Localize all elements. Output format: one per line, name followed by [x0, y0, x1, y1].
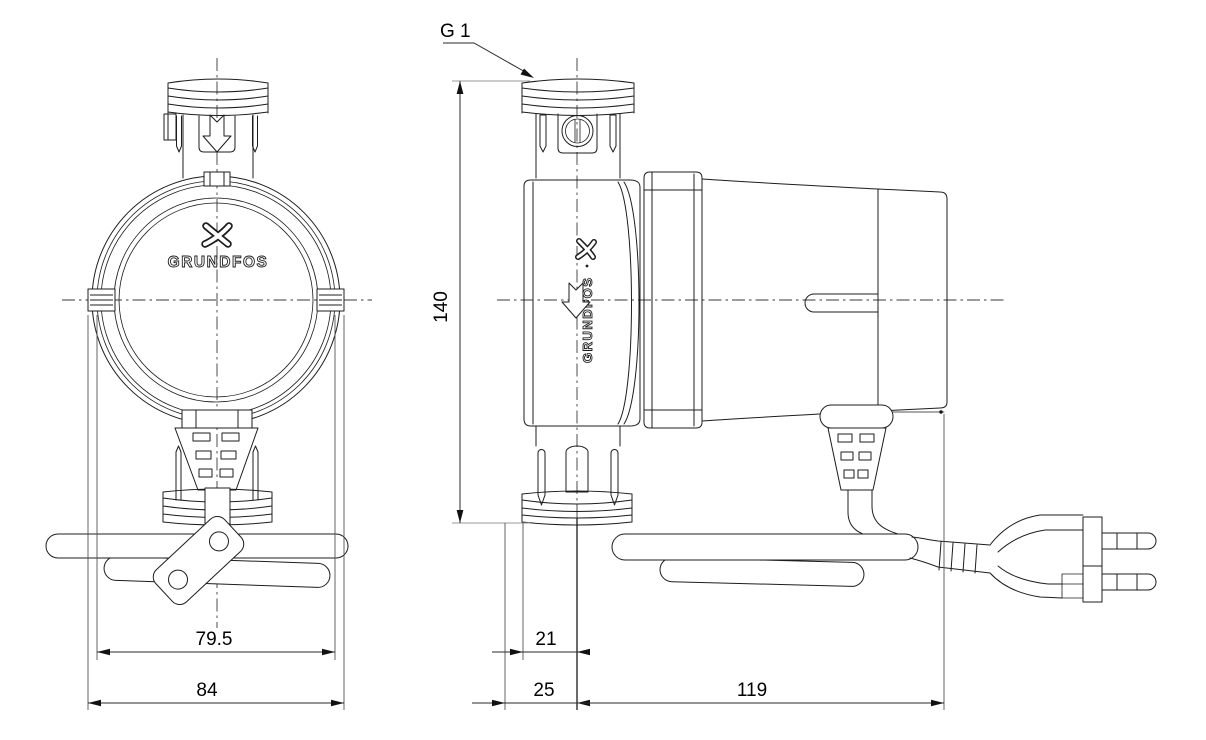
thread-size-label: G 1: [440, 21, 534, 78]
dim-84-extension-lines: [87, 315, 345, 710]
motor-body: [701, 178, 948, 422]
dim-21-extension-lines: [504, 522, 524, 710]
plug-bottom-block: [1061, 573, 1084, 599]
motor-outline: [701, 178, 948, 422]
side-cable-lower-run: [659, 557, 865, 587]
side-bottom-thread: [521, 490, 633, 526]
clamp-band: [643, 171, 703, 429]
side-view: GRUNDFOS: [497, 58, 1157, 710]
cable-plug-transition: [909, 536, 991, 574]
gland-vent-cone: [827, 427, 887, 491]
dim-width-79-5: 79.5: [96, 315, 336, 660]
thread-leader-line: [443, 42, 528, 74]
motor-stud: [804, 293, 879, 313]
vent-screw-outer: [561, 115, 594, 147]
vent-screw-slot: [574, 119, 581, 143]
head-top-clamp: [203, 171, 231, 187]
front-view: GRUNDFOS: [45, 58, 372, 628]
dim-84-arrow-left: [88, 699, 101, 707]
side-flow-arrow-icon: [561, 282, 591, 319]
side-top-thread: [521, 78, 635, 116]
bracket-hole-lower: [168, 569, 189, 590]
front-pump-head: [87, 171, 345, 429]
side-pump-housing: GRUNDFOS: [523, 179, 641, 427]
dim-140-text: 140: [431, 291, 452, 323]
dim-84-text: 84: [196, 680, 218, 701]
dim-25-text: 25: [533, 680, 554, 701]
cable-gland: [819, 404, 903, 538]
dim-height-140: 140: [431, 80, 530, 524]
dim-119-text: 119: [737, 680, 767, 701]
plug-pin-bottom: [1101, 573, 1157, 591]
dim-140-extension-lines: [452, 80, 530, 524]
side-grundfos-logo: GRUNDFOS: [580, 277, 595, 363]
plug-face-plate: [1082, 516, 1103, 603]
symbol-blade-2-inner: [204, 224, 230, 246]
head-face-inner: [118, 202, 314, 398]
dim-79-5-extension-lines: [96, 315, 336, 660]
gland-flange: [819, 404, 894, 429]
front-flow-arrow-icon: [202, 114, 232, 153]
dim-79-5-arrow-right: [322, 648, 335, 656]
gland-neck: [847, 489, 903, 538]
dim-offset-25: 25: [472, 680, 594, 707]
housing-outline: [523, 179, 641, 427]
plug-body: [989, 514, 1084, 599]
side-bottom-neck: [535, 425, 621, 506]
dim-84-arrow-right: [331, 699, 344, 707]
dim-79-5-text: 79.5: [196, 629, 233, 650]
dim-length-119: 119: [577, 410, 945, 710]
dim-21-arrow-left: [510, 648, 523, 656]
dim-119-arrow-right: [931, 699, 944, 707]
thread-size-text: G 1: [440, 21, 471, 42]
power-plug: [989, 514, 1157, 603]
dim-140-arrow-top: [456, 81, 464, 94]
front-mounting-bracket: [152, 515, 245, 606]
head-bottom-clamp: [181, 409, 253, 429]
grundfos-symbol-side: [575, 238, 597, 260]
front-thread-center-block: [204, 487, 231, 525]
gland-witness-dot: [939, 410, 943, 414]
dim-140-arrow-bottom: [456, 510, 464, 523]
plug-pin-top: [1101, 532, 1157, 550]
dim-79-5-arrow-left: [97, 648, 110, 656]
side-symbol-blade-2-inner: [577, 239, 595, 259]
dim-21-text: 21: [535, 629, 556, 650]
head-left-clamp-screw: [87, 288, 116, 312]
dim-25-arrow-left: [492, 699, 505, 707]
dim-width-84: 84: [87, 315, 345, 710]
bracket-hole-upper: [208, 531, 229, 552]
thread-leader-arrowhead: [520, 68, 534, 78]
vent-screw-inner: [565, 118, 590, 144]
side-logo-dot: [585, 264, 589, 268]
side-port-neck: [535, 113, 621, 179]
side-cable-upper-run: [611, 533, 919, 561]
head-right-clamp-screw: [316, 288, 345, 312]
dimensions-layer: G 1 140 79.5 84: [87, 21, 945, 710]
dim-21-arrow-right: [577, 648, 590, 656]
side-power-cable: [611, 533, 991, 587]
dim-offset-21: 21: [492, 522, 590, 710]
front-grundfos-logo: GRUNDFOS: [168, 254, 269, 271]
grundfos-symbol-front: [201, 222, 233, 248]
front-top-thread: [167, 78, 269, 116]
